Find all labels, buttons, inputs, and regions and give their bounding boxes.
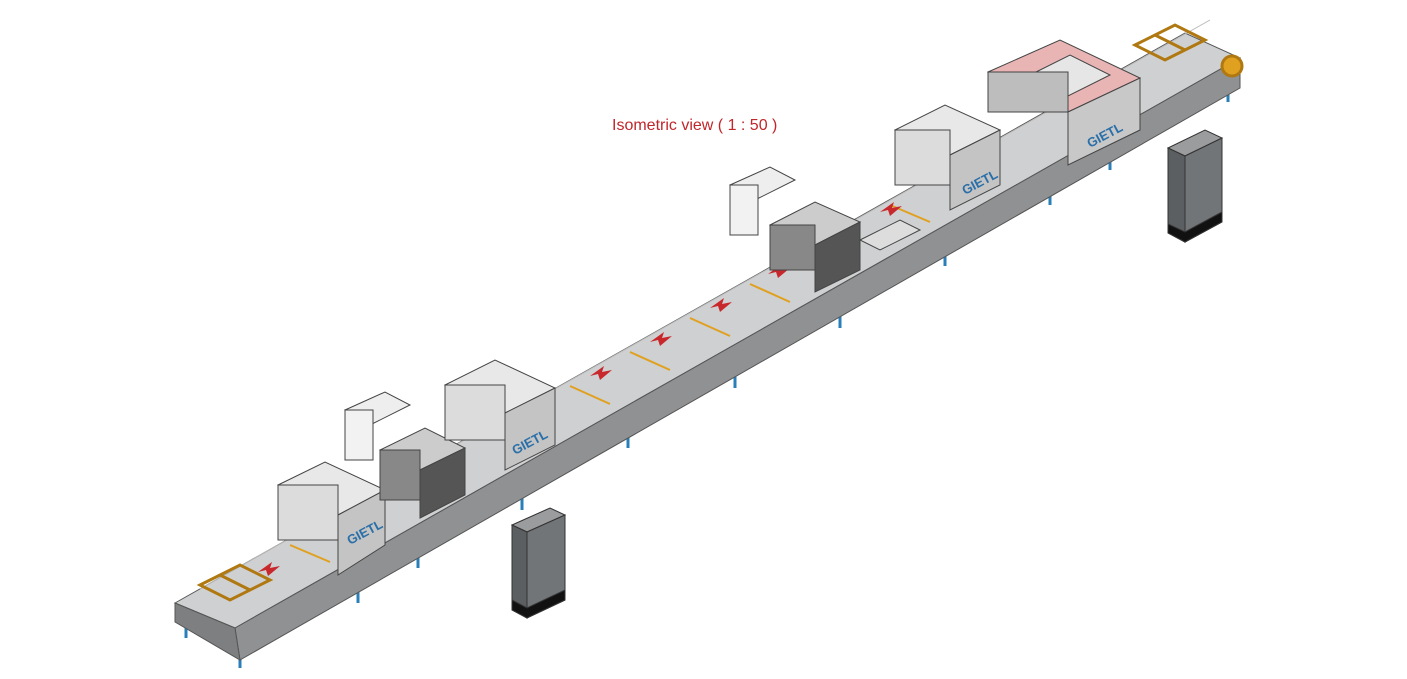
oven-station: GIETL	[986, 39, 1142, 166]
control-cabinet-right	[1166, 129, 1224, 243]
end-lifter-right	[1131, 23, 1244, 78]
station-1: GIETL	[276, 461, 387, 576]
control-cabinet-left	[510, 507, 567, 619]
direction-arrows	[258, 202, 902, 576]
end-lifter-left	[196, 563, 274, 602]
view-title: Isometric view ( 1 : 50 )	[612, 117, 778, 134]
station-3: GIETL	[728, 104, 1002, 293]
